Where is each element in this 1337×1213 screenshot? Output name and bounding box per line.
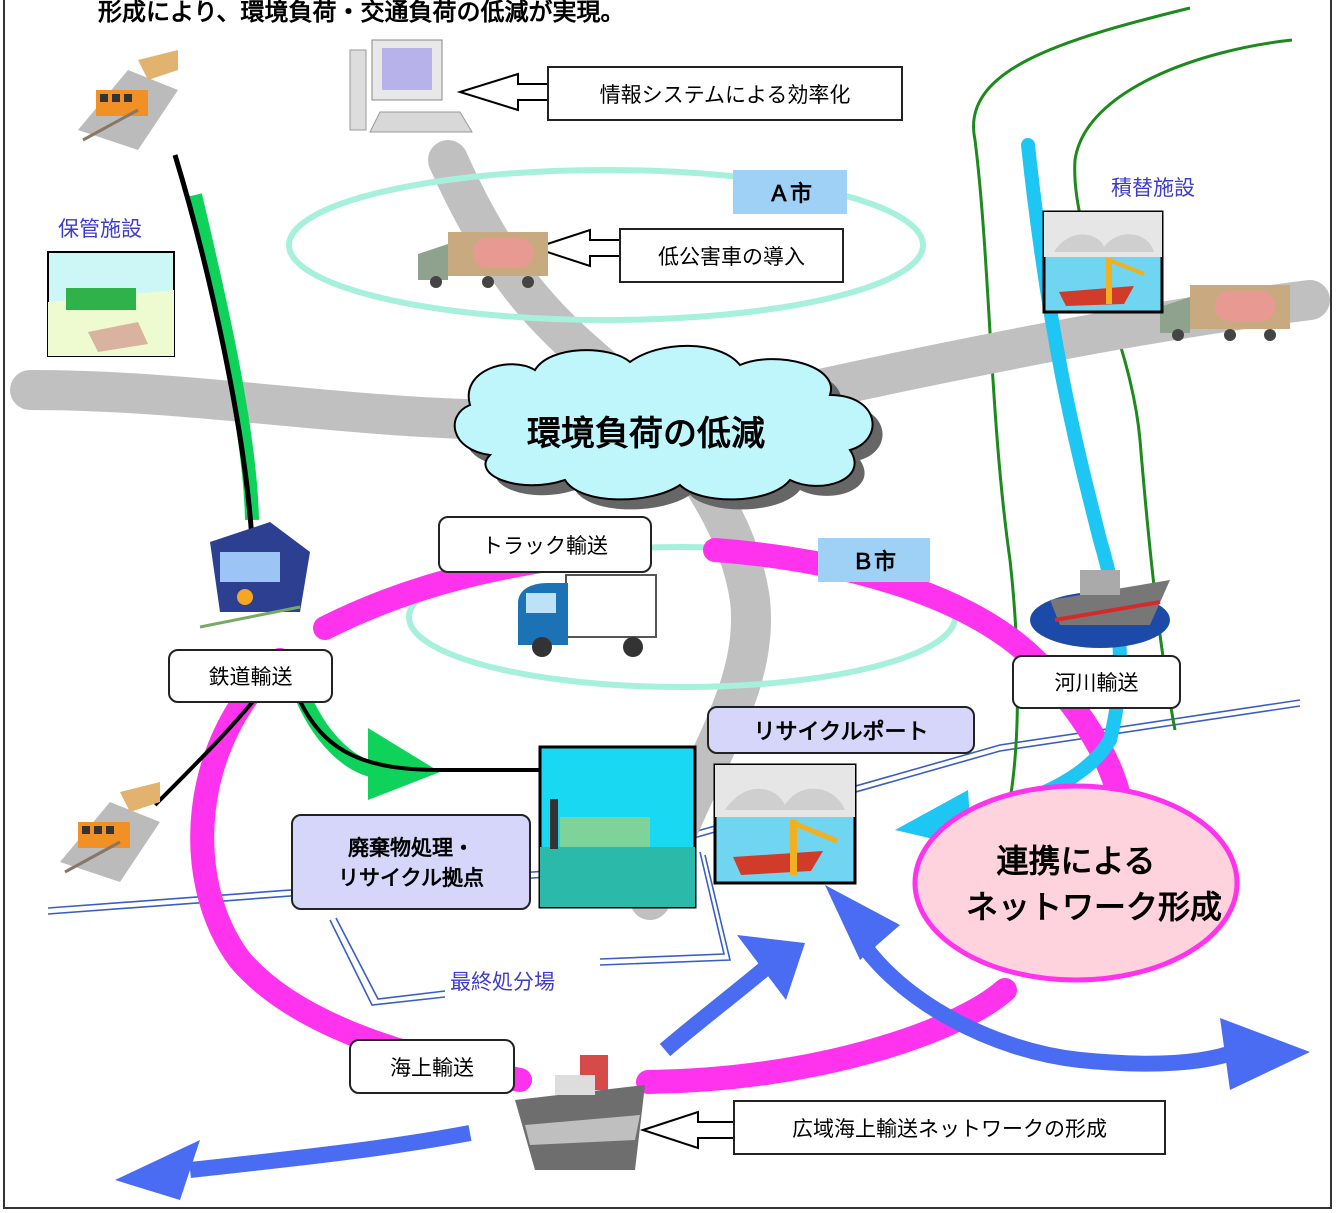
center-cloud [453,344,883,510]
sea-arrow-head-2 [115,1140,200,1200]
header-text: 形成により、環境負荷・交通負荷の低減が実現。 [98,0,625,26]
train-icon [199,522,310,629]
blue-truck-icon [518,574,657,657]
rail-line-to-base [293,689,545,772]
truck-a-icon [418,232,548,288]
rail-line-upper [172,154,255,541]
sea-routes [189,935,1243,1178]
rail-arrow-head [368,728,440,800]
recycle-port-photo [713,763,857,885]
city-a-oval [286,167,926,323]
truck-transport-label: トラック輸送 [438,516,652,573]
wide-sea-callout: 広域海上輸送ネットワークの形成 [733,1100,1166,1155]
network-line2: ネットワーク形成 [966,888,1223,926]
waste-base-line2: リサイクル拠点 [338,866,484,890]
low-pollution-callout: 低公害車の導入 [619,228,844,283]
truck-right-icon [1160,285,1290,341]
network-ellipse [912,783,1240,983]
city-a-label: Ａ市 [733,170,847,214]
cargo-ship-icon [515,1055,645,1170]
waste-base-line1: 廃棄物処理・ [348,836,474,860]
station-icon [78,50,178,150]
network-line1: 連携による [996,842,1156,880]
sea-arrow-head-4 [1220,1018,1310,1090]
rail-transport-label: 鉄道輸送 [168,649,333,703]
storage-facility-icon [47,251,175,357]
waste-base-photo [538,745,697,909]
center-title: 環境負荷の低減 [527,414,765,454]
landfill-outline [329,851,732,1006]
sea-transport-label: 海上輸送 [349,1039,515,1094]
sea-arrow-head-1 [737,935,805,1000]
storage-facility-label: 保管施設 [58,217,142,241]
river-ship-icon [1030,570,1170,648]
river-transport-label: 河川輸送 [1012,655,1181,709]
network-label: 連携による ネットワーク形成 [966,838,1223,930]
waste-base-label: 廃棄物処理・ リサイクル拠点 [291,814,531,910]
computer-icon [349,39,473,133]
landfill-label: 最終処分場 [450,970,555,994]
city-b-label: Ｂ市 [818,538,930,582]
sea-arrow-head-3 [825,885,900,960]
recycle-port-label: リサイクルポート [707,706,975,754]
info-system-callout: 情報システムによる効率化 [547,66,903,121]
rail-green-band [188,193,259,521]
transfer-facility-label: 積替施設 [1111,176,1195,200]
transfer-facility-icon [1042,210,1164,314]
station-icon-lower [60,782,160,882]
